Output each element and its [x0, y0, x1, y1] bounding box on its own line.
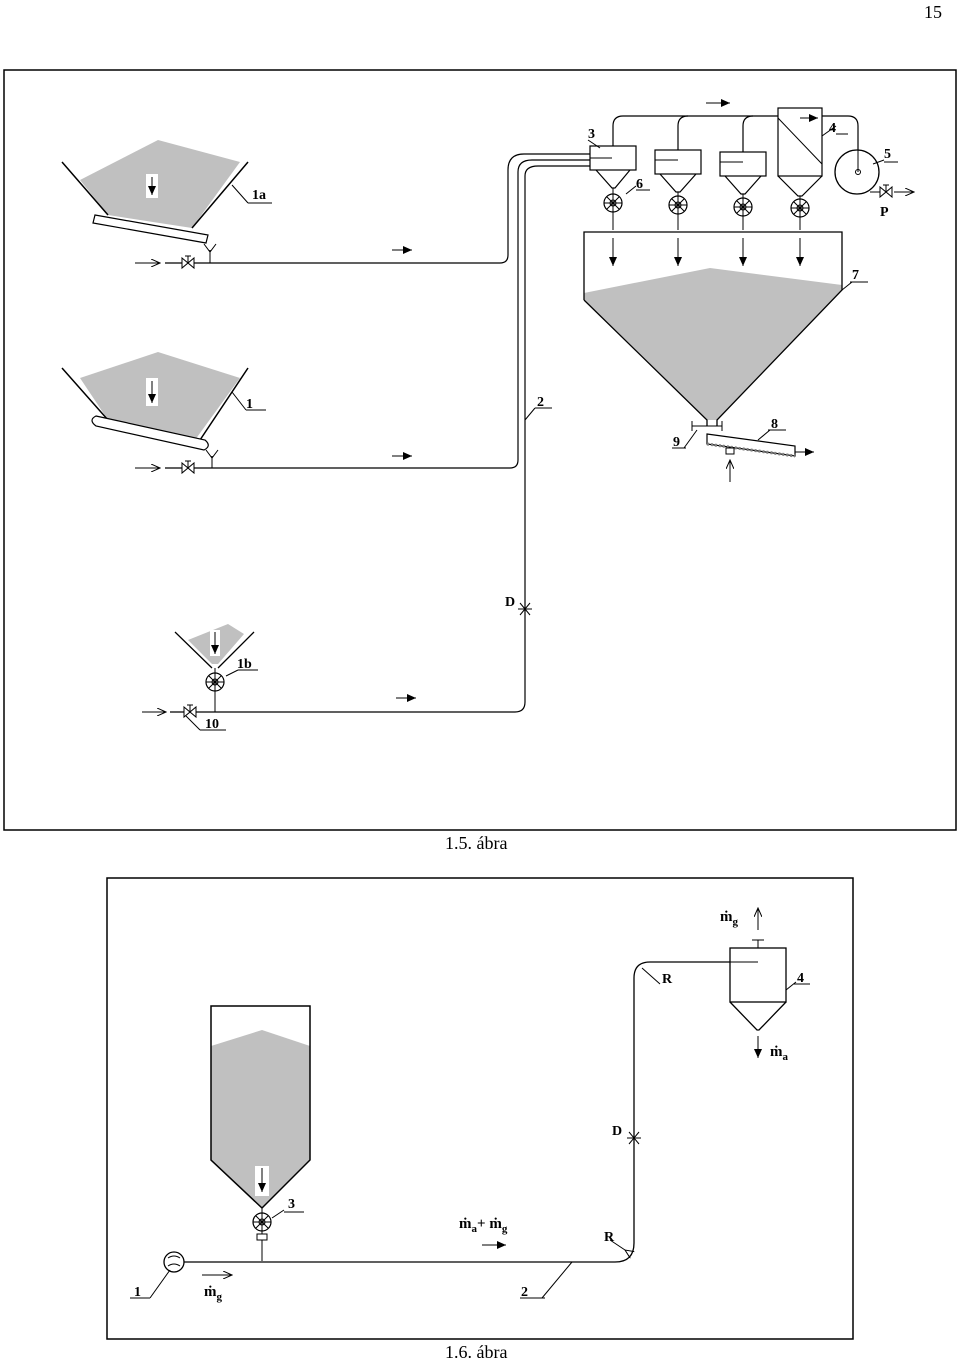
silo-7: 7 — [583, 231, 868, 426]
flow-mix: ṁa+ ṁg — [459, 1216, 508, 1249]
page-number: 15 — [924, 2, 942, 22]
conveying-pipe-2 — [499, 153, 590, 713]
separator-b — [654, 149, 702, 230]
bunker: 3 — [210, 1005, 311, 1261]
svg-text:ṁa+ ṁg: ṁa+ ṁg — [459, 1216, 508, 1235]
label-2-fig2: 2 — [521, 1285, 528, 1300]
label-3-fig2: 3 — [288, 1197, 295, 1212]
point-d-marker-fig2 — [627, 1131, 641, 1145]
conveyor-8: 8 9 — [672, 417, 814, 482]
fan-5: 5 P — [834, 147, 914, 220]
label-7: 7 — [852, 268, 859, 283]
label-3: 3 — [588, 127, 595, 142]
caption-figure-1-6: 1.6. ábra — [445, 1342, 508, 1362]
label-4-fig2: 4 — [797, 971, 804, 986]
separator-4-fig2: 4 — [729, 908, 810, 1058]
blower-1: 1 — [130, 1251, 185, 1300]
filter-4: 4 — [777, 107, 848, 230]
figure-1-6: 3 1 2 D R R — [106, 877, 854, 1340]
figure-1-5: 1a 1 — [3, 69, 957, 831]
point-d-marker — [518, 602, 532, 616]
bin-1a: 1a — [61, 140, 500, 269]
label-2: 2 — [537, 395, 544, 410]
bin-1: 1 — [61, 352, 510, 474]
separator-c — [719, 151, 767, 230]
label-5: 5 — [884, 147, 891, 162]
svg-text:ṁg: ṁg — [720, 909, 739, 928]
label-6: 6 — [636, 177, 643, 192]
label-8: 8 — [771, 417, 778, 432]
label-1b: 1b — [237, 657, 252, 672]
gas-header — [612, 115, 859, 152]
flow-gas-out: ṁg — [720, 909, 739, 928]
separator-3: 3 6 — [587, 125, 650, 230]
figure-1-5-frame — [3, 69, 957, 831]
label-r-top: R — [662, 972, 673, 987]
bin-1b: 1b 10 — [142, 624, 515, 732]
pipe-2-fig2 — [184, 961, 730, 1263]
svg-text:ṁg: ṁg — [204, 1284, 223, 1303]
label-1: 1 — [246, 397, 253, 412]
flow-solid-out: ṁa — [770, 1044, 789, 1063]
label-9: 9 — [673, 435, 680, 450]
caption-figure-1-5: 1.5. ábra — [445, 833, 508, 853]
label-p: P — [880, 205, 889, 220]
label-d: D — [505, 595, 515, 610]
flow-gas-in: ṁg — [202, 1275, 232, 1303]
label-r-bottom: R — [604, 1230, 615, 1245]
label-10: 10 — [205, 717, 219, 732]
figure-1-6-frame — [106, 877, 854, 1340]
label-4: 4 — [829, 121, 836, 136]
label-1a: 1a — [252, 188, 266, 203]
label-d-fig2: D — [612, 1124, 622, 1139]
label-1-fig2: 1 — [134, 1285, 141, 1300]
svg-text:ṁa: ṁa — [770, 1044, 789, 1063]
